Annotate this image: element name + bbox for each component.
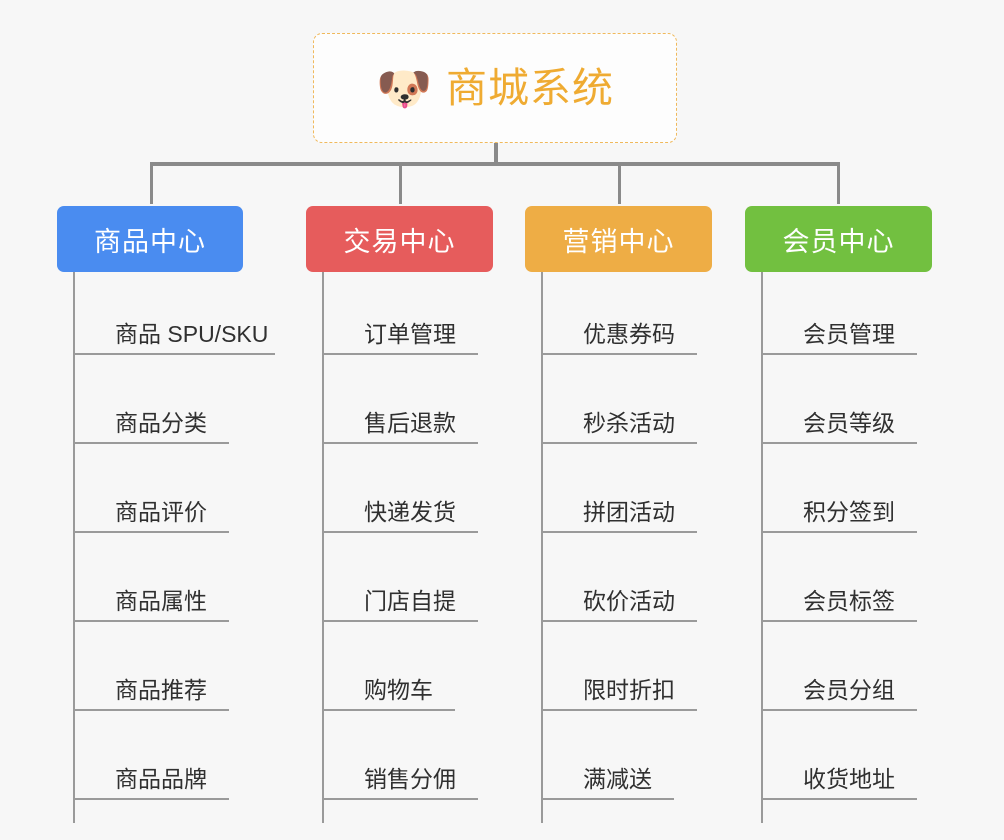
column-header-label: 交易中心 [343, 226, 456, 257]
list-item[interactable]: 商品推荐 [73, 622, 229, 711]
list-item[interactable]: 秒杀活动 [541, 355, 697, 444]
list-item-rule [73, 709, 229, 711]
connector-drop-1 [150, 162, 153, 204]
column-header-label: 会员中心 [782, 226, 895, 257]
connector-root-stem [494, 143, 498, 165]
list-item[interactable]: 商品品牌 [73, 711, 229, 800]
list-item[interactable]: 售后退款 [322, 355, 478, 444]
root-node-label: 商城系统 [446, 64, 615, 111]
list-item[interactable]: 拼团活动 [541, 444, 697, 533]
list-item[interactable]: 收货地址 [761, 711, 917, 800]
list-item-label: 销售分佣 [364, 766, 456, 792]
list-item-label: 会员等级 [803, 410, 895, 436]
list-item-label: 会员标签 [803, 588, 895, 614]
column-spine-4 [761, 272, 763, 823]
column-spine-2 [322, 272, 324, 823]
list-item-label: 商品推荐 [115, 677, 207, 703]
list-item[interactable]: 会员管理 [761, 266, 917, 355]
list-item-label: 积分签到 [803, 499, 895, 525]
list-item-rule [322, 442, 478, 444]
list-item[interactable]: 快递发货 [322, 444, 478, 533]
list-item[interactable]: 商品 SPU/SKU [73, 266, 275, 355]
list-item-rule [541, 798, 674, 800]
list-item[interactable]: 商品属性 [73, 533, 229, 622]
list-item-rule [541, 442, 697, 444]
list-item-label: 秒杀活动 [583, 410, 675, 436]
column-header-会员中心[interactable]: 会员中心 [745, 206, 932, 272]
list-item-label: 商品 SPU/SKU [115, 321, 269, 347]
connector-drop-2 [399, 162, 402, 204]
list-item-label: 会员管理 [803, 321, 895, 347]
list-item[interactable]: 砍价活动 [541, 533, 697, 622]
list-item-rule [761, 531, 917, 533]
list-item[interactable]: 会员等级 [761, 355, 917, 444]
list-item-label: 优惠券码 [583, 321, 675, 347]
list-item-label: 商品属性 [115, 588, 207, 614]
column-spine-3 [541, 272, 543, 823]
list-item-label: 拼团活动 [583, 499, 675, 525]
list-item-rule [322, 531, 478, 533]
list-item-rule [322, 620, 478, 622]
list-item[interactable]: 会员分组 [761, 622, 917, 711]
connector-horizontal-bus [150, 162, 840, 166]
list-item-rule [761, 620, 917, 622]
list-item-rule [73, 798, 229, 800]
list-item-label: 购物车 [364, 677, 433, 703]
list-item[interactable]: 商品评价 [73, 444, 229, 533]
connector-drop-4 [837, 162, 840, 204]
shiba-inu-emoji: 🐶 [375, 62, 433, 114]
list-item-rule [322, 798, 478, 800]
list-item-label: 售后退款 [364, 410, 456, 436]
list-item-rule [73, 442, 229, 444]
column-header-营销中心[interactable]: 营销中心 [525, 206, 712, 272]
list-item-label: 满减送 [583, 766, 652, 792]
list-item[interactable]: 积分签到 [761, 444, 917, 533]
list-item[interactable]: 销售分佣 [322, 711, 478, 800]
column-header-交易中心[interactable]: 交易中心 [306, 206, 493, 272]
column-header-商品中心[interactable]: 商品中心 [57, 206, 243, 272]
list-item-label: 会员分组 [803, 677, 895, 703]
root-node[interactable]: 🐶 商城系统 [313, 33, 677, 143]
list-item-rule [761, 353, 917, 355]
list-item-label: 商品品牌 [115, 766, 207, 792]
list-item[interactable]: 订单管理 [322, 266, 478, 355]
column-header-label: 商品中心 [94, 226, 206, 257]
list-item[interactable]: 满减送 [541, 711, 674, 800]
list-item-rule [541, 620, 697, 622]
list-item-rule [73, 620, 229, 622]
list-item[interactable]: 限时折扣 [541, 622, 697, 711]
list-item[interactable]: 商品分类 [73, 355, 229, 444]
list-item-rule [761, 709, 917, 711]
list-item-rule [761, 442, 917, 444]
list-item-rule [541, 531, 697, 533]
list-item-label: 收货地址 [803, 766, 895, 792]
list-item-label: 快递发货 [364, 499, 456, 525]
list-item-label: 门店自提 [364, 588, 456, 614]
list-item[interactable]: 优惠券码 [541, 266, 697, 355]
list-item-rule [322, 353, 478, 355]
column-spine-1 [73, 272, 75, 823]
list-item-label: 商品评价 [115, 499, 207, 525]
list-item-label: 订单管理 [364, 321, 456, 347]
list-item[interactable]: 购物车 [322, 622, 455, 711]
list-item-label: 砍价活动 [583, 588, 675, 614]
list-item[interactable]: 会员标签 [761, 533, 917, 622]
list-item-rule [761, 798, 917, 800]
list-item[interactable]: 门店自提 [322, 533, 478, 622]
list-item-label: 限时折扣 [583, 677, 675, 703]
connector-drop-3 [618, 162, 621, 204]
column-header-label: 营销中心 [562, 226, 675, 257]
list-item-rule [73, 353, 275, 355]
list-item-label: 商品分类 [115, 410, 207, 436]
list-item-rule [322, 709, 455, 711]
list-item-rule [73, 531, 229, 533]
list-item-rule [541, 353, 697, 355]
list-item-rule [541, 709, 697, 711]
